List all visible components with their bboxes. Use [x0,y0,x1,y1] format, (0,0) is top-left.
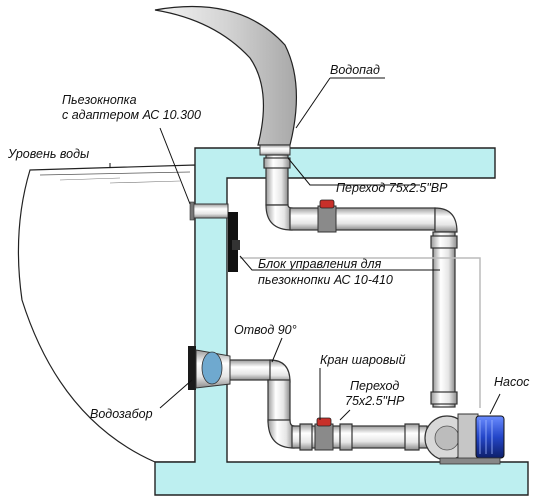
piezo-button-icon [189,201,229,221]
water-level-label: Уровень воды [7,147,89,161]
waterfall [154,5,298,156]
adapter-top-label: Переход 75х2.5"ВР [336,181,448,195]
piezo-button-label: Пьезокнопка [62,93,137,107]
valve-icon [317,199,337,233]
control-unit-icon [228,212,240,272]
elbow-label: Отвод 90° [234,323,297,337]
pool-wall [154,147,529,496]
valve-icon [314,417,334,451]
pump-label: Насос [494,375,530,389]
adapter-bottom-label: Переход [350,379,399,393]
intake-icon [188,346,231,390]
pump-icon [424,413,505,465]
leader-lines [109,77,501,421]
adapter-bottom-label-2: 75х2.5"НР [345,394,405,408]
intake-label: Водозабор [90,407,153,421]
pipe-system [227,154,458,451]
control-unit-label-2: пьезокнопки АС 10-410 [258,273,393,287]
control-cable [240,257,481,408]
piezo-button-label-2: с адаптером АС 10.300 [62,108,201,122]
waterfall-label: Водопад [330,63,380,77]
ball-valve-label: Кран шаровый [320,353,406,367]
pool-water [17,164,196,463]
control-unit-label: Блок управления для [258,257,382,271]
